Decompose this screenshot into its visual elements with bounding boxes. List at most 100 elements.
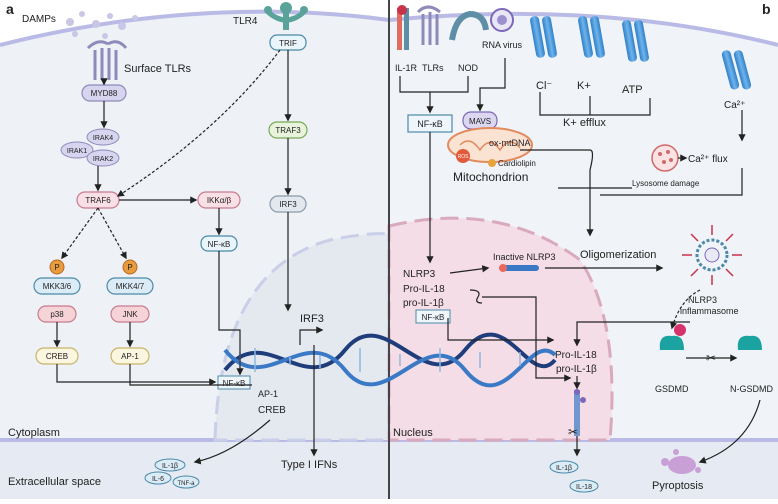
tlr4-label: TLR4 <box>233 16 258 27</box>
ca-label: Ca²⁺ <box>724 100 745 111</box>
creb-cyto-label: CREB <box>46 352 68 361</box>
il6-node <box>144 471 172 485</box>
mitochondrion-label: Mitochondrion <box>453 170 528 184</box>
mkk47-node <box>106 277 154 295</box>
lysosome-dots <box>658 150 673 164</box>
pore-scissors-icon: ✂ <box>568 425 578 439</box>
panel-b-arrows <box>399 58 761 464</box>
pro-il1b-cyto-label: pro-IL-1β <box>556 364 597 375</box>
ros-icon <box>456 149 470 163</box>
nucleus-b <box>387 216 614 442</box>
irf3-cyto-label: IRF3 <box>279 200 297 209</box>
mkk47-label: MKK4/7 <box>116 282 145 291</box>
nfkb-b-label: NF-κB <box>417 119 443 129</box>
traf6-label: TRAF6 <box>85 196 111 205</box>
ikk-label: IKKα/β <box>207 196 232 205</box>
ox-mtdna-label: ox-mtDNA <box>489 138 531 148</box>
mavs-label: MAVS <box>469 117 491 126</box>
nfkb-cyto-label: NF-κB <box>208 240 231 249</box>
panel-a-letter: a <box>6 1 14 17</box>
n-gsdmd-icon <box>737 335 762 350</box>
gsdmd-pore-icon <box>574 389 586 436</box>
oligomerization-label: Oligomerization <box>580 249 656 261</box>
il18-b-label: IL-18 <box>576 484 592 491</box>
irak4-node <box>86 128 120 146</box>
mkk36-label: MKK3/6 <box>43 282 72 291</box>
mito-cristae <box>459 140 521 152</box>
nfkb-b-nuc-box <box>415 309 451 324</box>
nfkb-b-nuc-label: NF-κB <box>422 313 445 322</box>
il18-b-node <box>569 479 599 493</box>
il1r-label: IL-1R <box>395 63 418 73</box>
pyroptosis-label: Pyroptosis <box>652 480 704 492</box>
k-label: K+ <box>577 80 591 92</box>
trif-label: TRIF <box>279 39 297 48</box>
panel-b-letter: b <box>762 1 771 17</box>
nlrp3-nuc-label: NLRP3 <box>403 269 436 280</box>
il1b-b-label: IL-1β <box>556 465 572 472</box>
pro-il1b-nuc-label: pro-IL-1β <box>403 298 444 309</box>
lysosome-damage-label: Lysosome damage <box>632 179 700 188</box>
gsdmd-label: GSDMD <box>655 384 689 394</box>
ros-label: ROS <box>458 154 470 160</box>
extracellular-label: Extracellular space <box>8 476 101 488</box>
phospho-right-icon <box>122 259 138 275</box>
il1b-a-label: IL-1β <box>162 463 178 470</box>
nucleus-label: Nucleus <box>393 427 433 439</box>
irf3-nuc-label: IRF3 <box>300 313 324 325</box>
surface-tlr-receptors <box>86 40 128 80</box>
dna-helix <box>223 332 557 388</box>
tnfa-label: TNF-a <box>178 481 196 487</box>
irak2-node <box>86 149 120 167</box>
phospho-left-label: P <box>54 263 59 272</box>
nucleus-a <box>213 232 391 442</box>
membrane-top-b <box>388 11 778 47</box>
surface-tlrs-label: Surface TLRs <box>124 63 192 75</box>
irak4-label: IRAK4 <box>93 135 113 142</box>
irak1-label: IRAK1 <box>67 148 87 155</box>
nod-label: NOD <box>458 63 479 73</box>
tlrs-label: TLRs <box>422 63 444 73</box>
cardiolipin-label: Cardiolipin <box>498 159 536 168</box>
atp-label: ATP <box>622 84 643 96</box>
jnk-label: JNK <box>122 310 138 319</box>
inflammasome-icon <box>682 225 742 285</box>
k-channel-icon <box>578 16 605 58</box>
mkk36-node <box>33 277 81 295</box>
il1b-a-node <box>154 458 186 472</box>
nfkb-nuc-label: NF-κB <box>223 379 246 388</box>
pro-il18-nuc-label: Pro-IL-18 <box>403 284 445 295</box>
n-gsdmd-label: N-GSDMD <box>730 384 773 394</box>
cytoplasm-label: Cytoplasm <box>8 427 60 439</box>
traf3-label: TRAF3 <box>275 126 301 135</box>
myd88-label: MYD88 <box>91 89 118 98</box>
phospho-right-label: P <box>127 263 132 272</box>
phospho-left-icon <box>49 259 65 275</box>
panel-a-arrows <box>53 49 324 465</box>
ap1-cyto-label: AP-1 <box>121 352 139 361</box>
tnfa-node <box>172 475 200 489</box>
creb-nuc-label: CREB <box>258 405 286 416</box>
p38-label: p38 <box>50 310 64 319</box>
rna-virus-icon <box>490 8 514 32</box>
il6-label: IL-6 <box>152 476 164 483</box>
il1r-receptor <box>397 5 409 50</box>
tlr4-receptor <box>264 2 308 30</box>
ca-flux-label: Ca²⁺ flux <box>688 154 728 165</box>
tlrs-receptor <box>416 5 441 45</box>
pro-il18-cyto-label: Pro-IL-18 <box>555 350 597 361</box>
inactive-nlrp3-icon <box>499 264 539 272</box>
membrane-top-a <box>0 9 390 47</box>
cardiolipin-icon <box>488 159 496 167</box>
cl-channel-icon <box>530 16 557 58</box>
type1-ifns-label: Type I IFNs <box>281 459 338 471</box>
damps-label: DAMPs <box>22 14 56 25</box>
il1b-b-node <box>549 460 579 474</box>
ca-channel-icon <box>721 50 752 90</box>
pyroptosis-icon <box>661 449 701 474</box>
irak2-label: IRAK2 <box>93 156 113 163</box>
cl-label: Cl⁻ <box>536 80 552 92</box>
ap1-nuc-label: AP-1 <box>258 389 278 399</box>
